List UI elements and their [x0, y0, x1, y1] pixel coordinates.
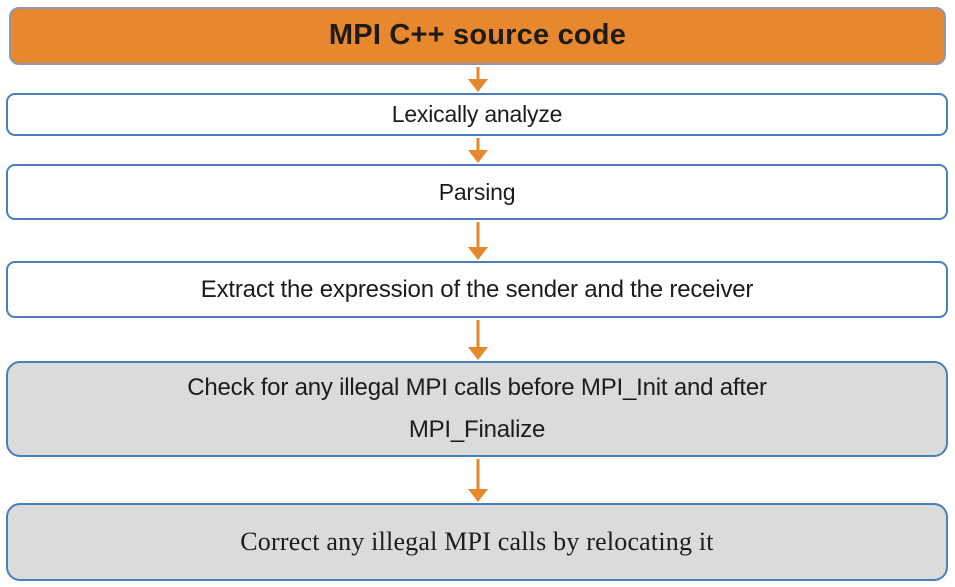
flow-node-extract-expression: Extract the expression of the sender and… [6, 261, 948, 318]
node-label: Lexically analyze [391, 101, 563, 128]
flow-node-parsing: Parsing [6, 164, 948, 220]
node-label: Correct any illegal MPI calls by relocat… [240, 527, 714, 557]
node-label-line-1: Check for any illegal MPI calls before M… [187, 374, 767, 401]
flow-node-check-illegal-calls: Check for any illegal MPI calls before M… [6, 361, 948, 457]
arrow-down-icon [467, 459, 488, 502]
flow-node-source-code: MPI C++ source code [9, 7, 946, 65]
arrow-down-icon [467, 222, 488, 260]
arrow-down-icon [467, 138, 488, 163]
node-label: MPI C++ source code [328, 19, 627, 52]
node-label-line-2: MPI_Finalize [408, 416, 546, 443]
arrow-down-icon [467, 320, 488, 360]
node-label: Extract the expression of the sender and… [200, 275, 754, 303]
arrow-down-icon [467, 67, 488, 92]
node-label: Parsing [438, 178, 516, 205]
flow-node-lexically-analyze: Lexically analyze [6, 93, 948, 136]
flow-node-correct-illegal-calls: Correct any illegal MPI calls by relocat… [6, 503, 948, 581]
